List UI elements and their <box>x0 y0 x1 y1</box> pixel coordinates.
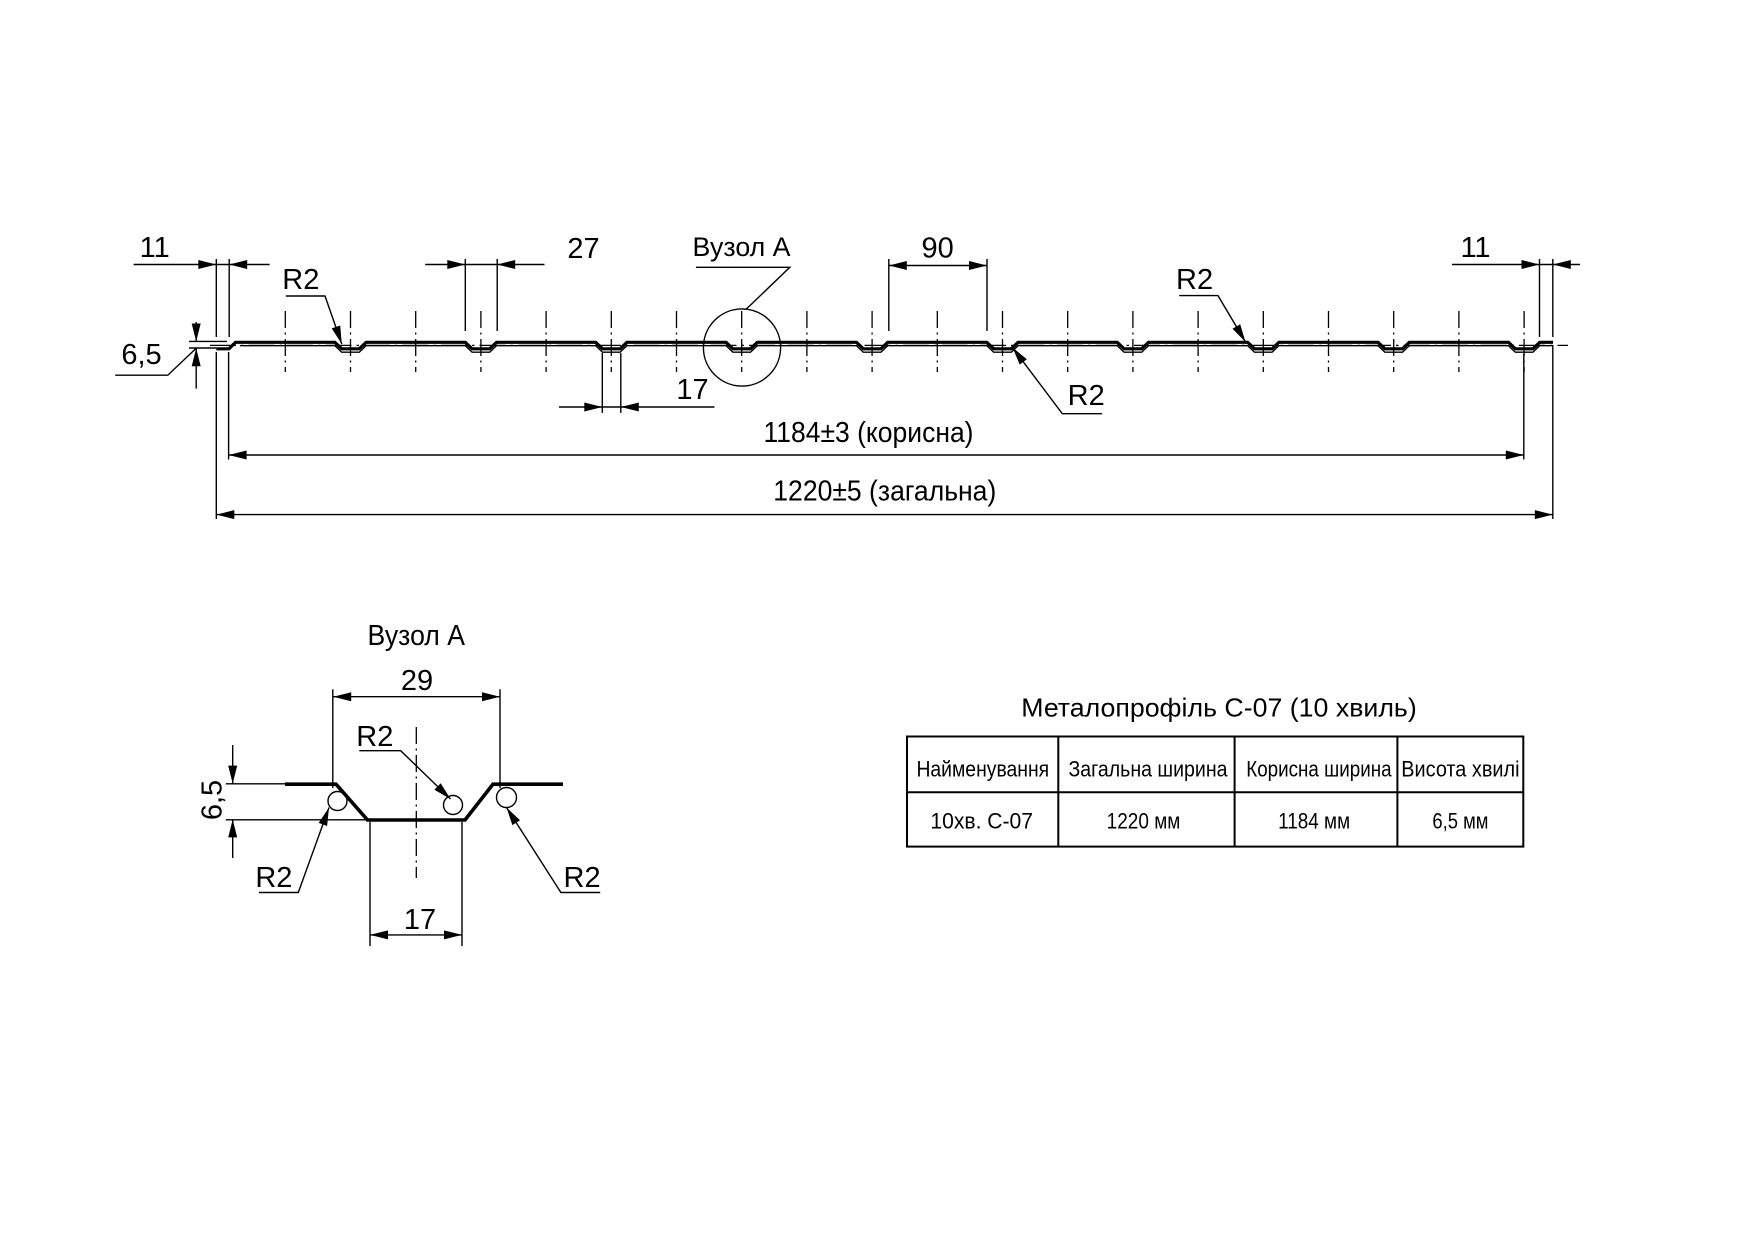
svg-text:Вузол А: Вузол А <box>367 620 465 652</box>
svg-text:17: 17 <box>676 374 708 406</box>
svg-text:11: 11 <box>140 232 170 264</box>
svg-text:27: 27 <box>567 233 599 265</box>
svg-text:Корисна ширина: Корисна ширина <box>1246 757 1392 782</box>
svg-text:R2: R2 <box>1176 264 1213 296</box>
svg-text:R2: R2 <box>255 862 292 894</box>
svg-text:6,5 мм: 6,5 мм <box>1432 809 1488 834</box>
svg-text:1220±5 (загальна): 1220±5 (загальна) <box>773 476 996 508</box>
svg-text:90: 90 <box>921 233 953 265</box>
svg-text:Загальна ширина: Загальна ширина <box>1069 757 1229 782</box>
svg-text:R2: R2 <box>356 721 393 753</box>
svg-text:R2: R2 <box>282 264 319 296</box>
svg-text:1220 мм: 1220 мм <box>1107 809 1181 834</box>
svg-text:6,5: 6,5 <box>197 780 229 820</box>
svg-text:11: 11 <box>1460 232 1490 264</box>
svg-text:Металопрофіль С-07 (10 хвиль): Металопрофіль С-07 (10 хвиль) <box>1021 693 1417 723</box>
svg-text:1184±3 (корисна): 1184±3 (корисна) <box>764 417 974 449</box>
svg-text:Найменування: Найменування <box>916 757 1049 782</box>
svg-text:Висота хвилі: Висота хвилі <box>1401 757 1519 782</box>
svg-text:10хв. С-07: 10хв. С-07 <box>930 809 1033 834</box>
svg-text:R2: R2 <box>1068 380 1105 412</box>
svg-text:6,5: 6,5 <box>121 339 161 371</box>
svg-text:17: 17 <box>404 904 436 936</box>
svg-text:1184 мм: 1184 мм <box>1278 809 1350 834</box>
svg-text:Вузол А: Вузол А <box>693 232 791 262</box>
svg-text:R2: R2 <box>564 862 601 894</box>
svg-text:29: 29 <box>401 665 433 697</box>
